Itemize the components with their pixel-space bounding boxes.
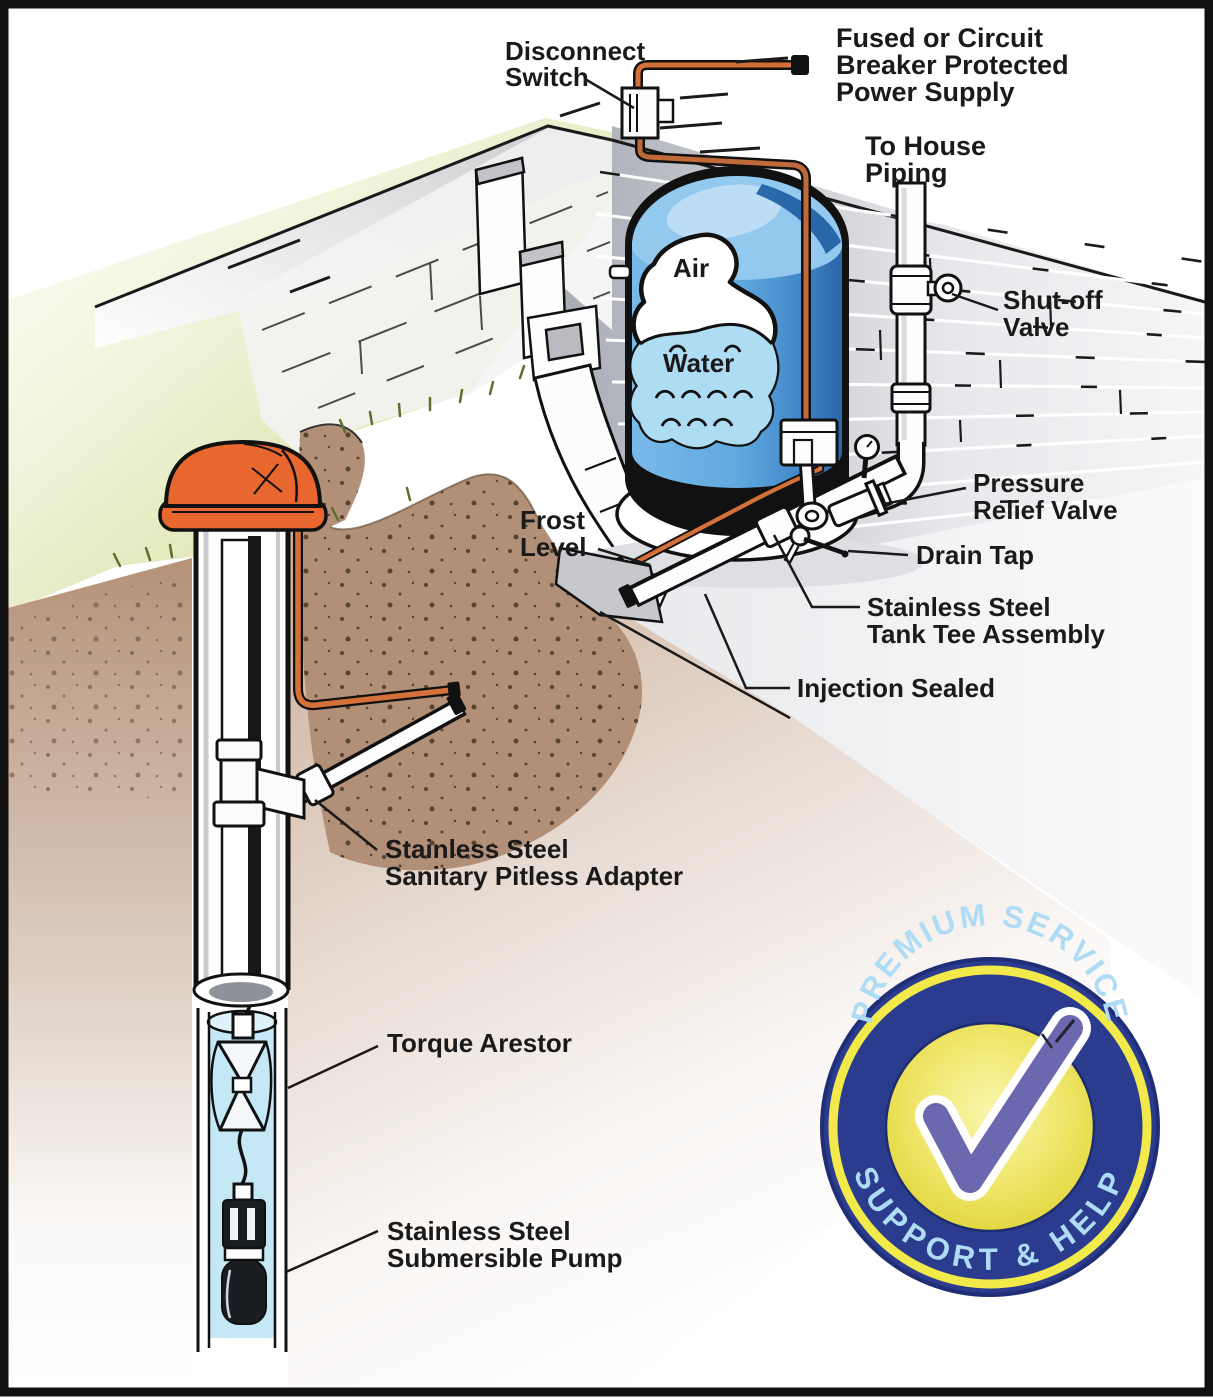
- leader-shutoff: [951, 292, 999, 312]
- label-pitless-1: Stainless Steel: [385, 834, 569, 864]
- pump-cable-loop: [237, 1129, 248, 1185]
- well: [158, 439, 467, 1352]
- leader-frost: [597, 547, 651, 567]
- label-prv-1: Pressure: [973, 468, 1084, 498]
- tank-dome-shadow: [756, 184, 841, 254]
- mound-edge: [299, 423, 363, 444]
- torque-arrestor-device: [210, 1005, 273, 1185]
- label-power-2: Breaker Protected: [836, 50, 1069, 80]
- label-house-2: Piping: [865, 158, 948, 188]
- power-plug-end: [791, 55, 809, 75]
- casing-break: [192, 972, 290, 1008]
- excavation-edge: [599, 610, 791, 720]
- leader-prv: [883, 486, 967, 506]
- tank-cutaway: Air Water: [629, 232, 780, 450]
- label-pitless-2: Sanitary Pitless Adapter: [385, 861, 683, 891]
- pipe-end-cap: [618, 584, 638, 608]
- submersible-pump-device: [221, 1182, 267, 1325]
- cable-down: [637, 135, 809, 424]
- leader-injection: [703, 593, 790, 690]
- label-frost-1: Frost: [520, 505, 585, 535]
- tank-tee-assembly: [783, 455, 894, 564]
- water-line: [639, 322, 774, 346]
- pressure-gauge: [854, 434, 880, 479]
- wall-dashes: [659, 56, 789, 154]
- left-dirt-speckles: [8, 572, 185, 800]
- drain-tap-device: [783, 525, 849, 564]
- pitless-adapter-device: [212, 738, 306, 828]
- label-power-3: Power Supply: [836, 77, 1015, 107]
- label-disconnect-1: Disconnect: [505, 36, 645, 66]
- pipe-coupling: [890, 382, 932, 414]
- leader-torque: [287, 1044, 379, 1090]
- badge-yellow-ring: [828, 965, 1152, 1289]
- wall-top-edge: [94, 124, 613, 309]
- label-pump-1: Stainless Steel: [387, 1216, 571, 1246]
- tank-air-valve: [608, 264, 632, 280]
- label-pump-2: Submersible Pump: [387, 1243, 623, 1273]
- tank-highlight: [666, 184, 782, 240]
- label-disconnect-2: Switch: [505, 62, 589, 92]
- label-house-1: To House: [865, 131, 986, 161]
- leader-lines: [285, 77, 999, 1274]
- pressure-relief-valve-device: [827, 478, 894, 528]
- leader-drain: [847, 549, 909, 557]
- leader-pitless: [314, 799, 378, 851]
- leader-pump: [285, 1229, 379, 1274]
- label-injection: Injection Sealed: [797, 673, 995, 703]
- tank-air-label: Air: [673, 253, 709, 283]
- shut-off-valve-device: [889, 264, 963, 316]
- label-torque: Torque Arestor: [387, 1028, 572, 1058]
- leader-tanktee: [772, 534, 860, 609]
- leader-disconnect: [584, 77, 635, 110]
- label-shutoff-2: Valve: [1003, 312, 1070, 342]
- switch-lever: [656, 98, 675, 124]
- tank-water-label: Water: [663, 348, 734, 378]
- wave-marks: [654, 344, 754, 427]
- label-shutoff-1: Shut-off: [1003, 285, 1103, 315]
- well-cap: [158, 439, 328, 532]
- grass-blades: [112, 364, 526, 568]
- label-tanktee-2: Tank Tee Assembly: [867, 619, 1105, 649]
- basement-floor: [612, 478, 1205, 1000]
- cable-top: [635, 62, 796, 93]
- label-tanktee-1: Stainless Steel: [867, 592, 1051, 622]
- house-piping: [618, 181, 963, 608]
- grass-dirt-boundary: [329, 473, 538, 531]
- label-drain-tap: Drain Tap: [916, 540, 1034, 570]
- tee-union-nut: [795, 501, 829, 531]
- label-prv-2: Relief Valve: [973, 495, 1118, 525]
- check-icon: [915, 1007, 1091, 1201]
- cutaway-water: [631, 324, 778, 448]
- label-frost-2: Level: [520, 532, 587, 562]
- disconnect-switch-device: [620, 56, 789, 154]
- floor-pipe-coupling: [754, 505, 800, 549]
- well-conduit: [295, 518, 453, 708]
- label-power-1: Fused or Circuit: [836, 23, 1043, 53]
- valve-knob: [933, 273, 963, 303]
- pressure-switch: [779, 418, 839, 467]
- labels: Disconnect Switch Fused or Circuit Break…: [385, 23, 1118, 1273]
- buried-service-line: [293, 518, 467, 807]
- sketch-dashes-top: [227, 101, 601, 294]
